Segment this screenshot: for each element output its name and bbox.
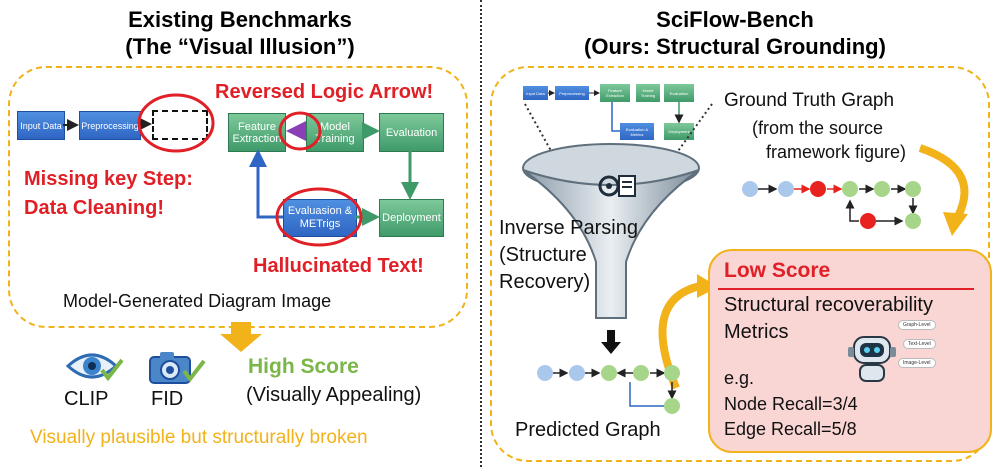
mini-input-data: Input Data <box>523 86 548 100</box>
inverse-parsing-3: Recovery) <box>499 271 591 293</box>
gt-node <box>905 181 921 197</box>
mini-deployment: Deployment <box>664 123 694 140</box>
curved-arrow-head-1 <box>943 212 968 236</box>
note-missing-step-1: Missing key Step: <box>24 168 193 190</box>
panel-line1: Structural recoverability <box>724 294 933 316</box>
panel-line2: Metrics <box>724 321 789 343</box>
dotted-guide-left <box>524 103 566 177</box>
pred-node <box>664 398 680 414</box>
visually-appealing-label: (Visually Appealing) <box>246 384 422 406</box>
down-arrow-black <box>601 330 621 354</box>
circle-reversed-arrow <box>278 111 322 151</box>
right-title-line1: SciFlow-Bench <box>656 7 814 32</box>
low-score-title: Low Score <box>724 259 831 282</box>
circle-hallucinated <box>275 187 363 247</box>
ground-truth-graph <box>742 181 921 229</box>
box-preprocessing: Preprocessing <box>79 111 141 140</box>
box-evaluation: Evaluation <box>379 113 444 152</box>
box-model-training: Model Training <box>306 113 364 152</box>
gear-doc-icon <box>598 175 636 197</box>
gt-node <box>742 181 758 197</box>
gt-node <box>778 181 794 197</box>
box-deployment: Deployment <box>379 199 444 237</box>
ground-truth-title: Ground Truth Graph <box>724 90 895 111</box>
mini-arrow-4 <box>611 102 620 132</box>
mini-feature-extraction: Feature Extraction <box>600 84 630 102</box>
mini-preprocessing: Preprocessing <box>555 86 589 100</box>
note-reversed-arrow: Reversed Logic Arrow! <box>215 81 434 103</box>
inverse-parsing-2: (Structure <box>499 244 587 266</box>
mini-model-training: Model Training <box>636 84 660 102</box>
bottom-note: Visually plausible but structurally brok… <box>30 427 368 448</box>
gt-node <box>842 181 858 197</box>
box-input-data: Input Data <box>17 111 65 140</box>
caption-model-generated: Model-Generated Diagram Image <box>63 291 332 311</box>
center-divider <box>480 0 482 467</box>
gt-node <box>874 181 890 197</box>
left-title-line2: (The “Visual Illusion”) <box>125 34 355 59</box>
circle-missing-step <box>137 93 215 153</box>
eye-check-icon <box>65 353 124 382</box>
label-fid: FID <box>151 388 184 410</box>
pred-node <box>633 365 649 381</box>
note-missing-step-2: Data Cleaning! <box>24 197 165 219</box>
panel-eg: e.g. <box>724 368 755 388</box>
gt-node <box>905 213 921 229</box>
note-hallucinated: Hallucinated Text! <box>253 255 424 277</box>
left-title-line1: Existing Benchmarks <box>128 7 352 32</box>
label-clip: CLIP <box>64 388 109 410</box>
right-title: SciFlow-Bench (Ours: Structural Groundin… <box>520 6 950 60</box>
arrow-metrics-feature <box>249 149 283 219</box>
mini-evaluation: Evaluation <box>664 84 694 102</box>
edge-recall: Edge Recall=5/8 <box>724 419 857 439</box>
predicted-graph <box>537 365 680 414</box>
ground-truth-sub1: (from the source <box>752 118 884 138</box>
pred-node <box>664 365 680 381</box>
bubble-graph-level: Graph-Level <box>898 320 936 330</box>
inverse-parsing-1: Inverse Parsing <box>499 217 638 239</box>
high-score-label: High Score <box>248 355 359 378</box>
node-recall: Node Recall=3/4 <box>724 394 858 414</box>
box-evaluasion-metrigs: Evaluasion & METrigs <box>283 199 357 237</box>
low-score-underline <box>718 288 974 290</box>
pred-node <box>601 365 617 381</box>
down-arrow-yellow <box>220 322 262 352</box>
left-title: Existing Benchmarks (The “Visual Illusio… <box>40 6 440 60</box>
ground-truth-sub2: framework figure) <box>766 142 907 162</box>
gt-node <box>860 213 876 229</box>
curved-arrow-gt-to-panel <box>918 144 969 224</box>
mini-evaluation-metrics: Evaluation & Metrics <box>620 123 654 140</box>
pred-node <box>537 365 553 381</box>
curved-arrow-head-2 <box>697 274 718 298</box>
predicted-graph-label: Predicted Graph <box>515 419 661 441</box>
gt-node <box>810 181 826 197</box>
pred-node <box>569 365 585 381</box>
bubble-image-level: Image-Level <box>898 358 936 368</box>
camera-check-icon <box>149 352 206 384</box>
right-title-line2: (Ours: Structural Grounding) <box>584 34 886 59</box>
robot-icon <box>848 336 896 382</box>
missing-step-placeholder <box>152 110 208 140</box>
bubble-text-level: Text-Level <box>903 339 936 349</box>
